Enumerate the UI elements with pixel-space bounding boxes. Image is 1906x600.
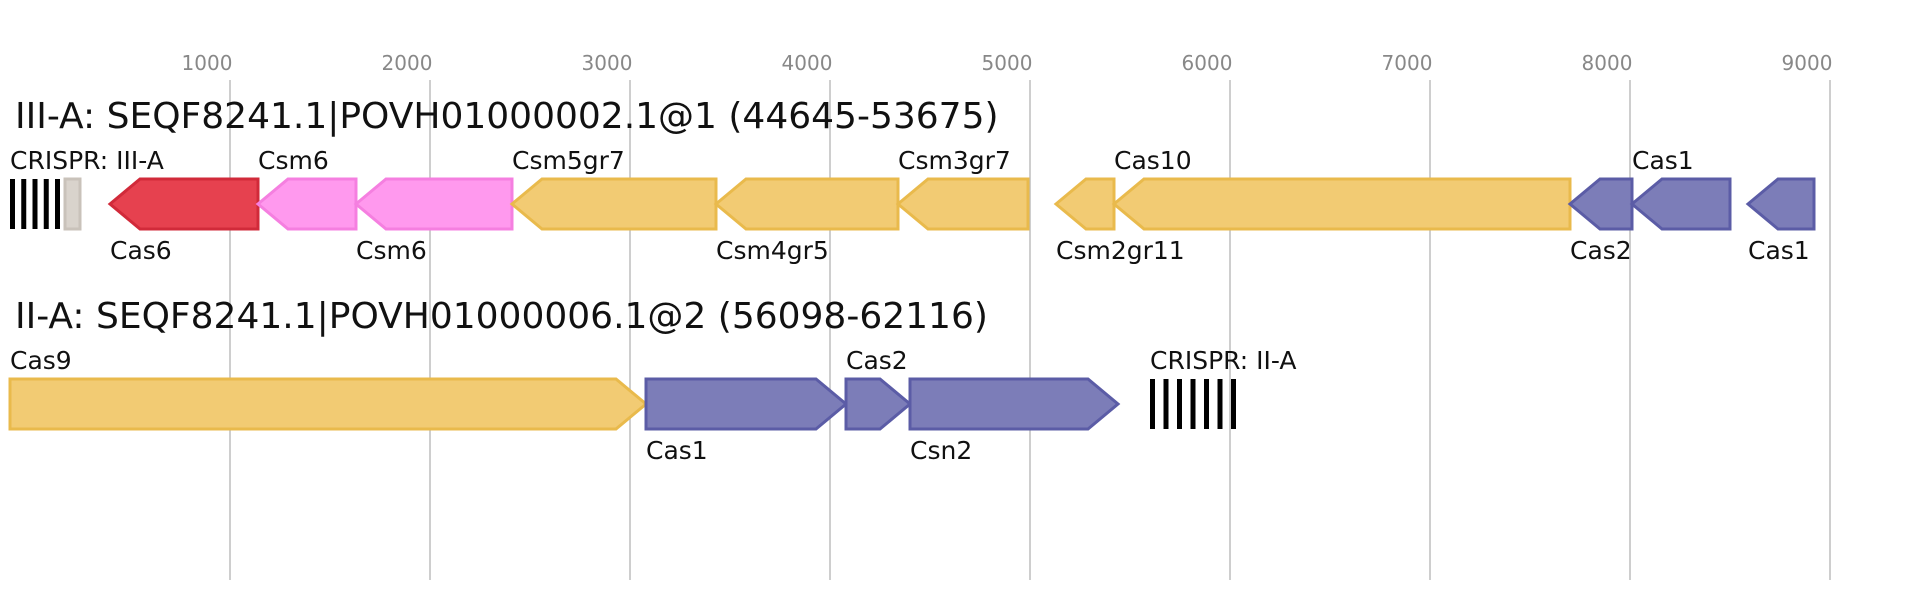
crispr-repeat: [1190, 379, 1196, 429]
crispr-repeat: [55, 179, 60, 229]
crispr-array[interactable]: CRISPR: II-A: [1150, 346, 1296, 429]
gene-label: Cas6: [110, 236, 172, 265]
axis-tick-label: 9000: [1782, 51, 1833, 75]
gene-arrow[interactable]: Csm6: [255, 146, 358, 231]
gene-arrow[interactable]: Csm4gr5: [713, 177, 900, 265]
gene-arrow[interactable]: Cas6: [107, 177, 260, 265]
axis-tick-label: 8000: [1582, 51, 1633, 75]
gene-label: Csm2gr11: [1056, 236, 1185, 265]
gene-label: Csm3gr7: [898, 146, 1011, 175]
gene-shape: [908, 377, 1121, 431]
crispr-repeat: [32, 179, 38, 229]
axis-tick-label: 3000: [582, 51, 633, 75]
gene-arrow[interactable]: Cas10: [1111, 146, 1572, 231]
gene-label: Csm5gr7: [512, 146, 625, 175]
gene-label: Cas2: [1570, 236, 1632, 265]
gene-shape: [844, 377, 913, 431]
gene-shape: [353, 177, 514, 231]
gene-label: Cas10: [1114, 146, 1192, 175]
gene-shape: [895, 177, 1030, 231]
axis-tick-label: 7000: [1382, 51, 1433, 75]
gene-arrow[interactable]: Cas2: [1567, 177, 1634, 265]
track-0: III-A: SEQF8241.1|POVH01000002.1@1 (4464…: [10, 96, 1816, 265]
gene-shape: [1111, 177, 1572, 231]
gene-label: Cas2: [846, 346, 908, 375]
gene-shape: [1567, 177, 1634, 231]
gene-shape: [255, 177, 358, 231]
axis-tick-label: 1000: [182, 51, 233, 75]
crispr-repeat: [1231, 379, 1236, 429]
crispr-repeat: [1150, 379, 1155, 429]
gene-shape: [713, 177, 900, 231]
gene-label: Cas1: [1632, 146, 1694, 175]
gene-shape: [1053, 177, 1116, 231]
gene-arrow[interactable]: Csm2gr11: [1053, 177, 1185, 265]
gene-arrow[interactable]: Cas2: [844, 346, 913, 431]
gene-arrow[interactable]: Csn2: [908, 377, 1121, 465]
axis-tick-label: 4000: [782, 51, 833, 75]
gene-label: Cas9: [10, 346, 72, 375]
track-title: II-A: SEQF8241.1|POVH01000006.1@2 (56098…: [15, 296, 988, 337]
gene-arrow[interactable]: Cas1: [1745, 177, 1816, 265]
gene-shape: [509, 177, 718, 231]
gene-shape: [644, 377, 849, 431]
crispr-repeat: [10, 179, 15, 229]
gene-label: Cas1: [646, 436, 708, 465]
gene-shape: [1629, 177, 1732, 231]
axis-tick-label: 5000: [982, 51, 1033, 75]
gene-shape: [8, 377, 649, 431]
gene-arrow[interactable]: Csm3gr7: [895, 146, 1030, 231]
gene-label: Csm4gr5: [716, 236, 829, 265]
crispr-repeat: [21, 179, 27, 229]
track-1: II-A: SEQF8241.1|POVH01000006.1@2 (56098…: [8, 296, 1296, 465]
gene-label: Csm6: [356, 236, 427, 265]
gene-arrow[interactable]: Cas9: [8, 346, 649, 431]
crispr-repeat: [1177, 379, 1182, 429]
gene-arrow[interactable]: [63, 177, 82, 231]
gene-arrow[interactable]: Csm6: [353, 177, 514, 265]
gene-arrow[interactable]: Cas1: [644, 377, 849, 465]
crispr-repeat: [1163, 379, 1169, 429]
gene-arrow[interactable]: Csm5gr7: [509, 146, 718, 231]
crispr-repeat: [1204, 379, 1209, 429]
gene-shape: [107, 177, 260, 231]
gene-arrow[interactable]: Cas1: [1629, 146, 1732, 231]
crispr-array[interactable]: CRISPR: III-A: [10, 146, 164, 229]
crispr-label: CRISPR: III-A: [10, 146, 164, 175]
crispr-repeat: [43, 179, 49, 229]
gene-label: Cas1: [1748, 236, 1810, 265]
axis-tick-label: 6000: [1182, 51, 1233, 75]
tracks: III-A: SEQF8241.1|POVH01000002.1@1 (4464…: [8, 96, 1816, 465]
gene-shape: [63, 177, 82, 231]
gene-label: Csm6: [258, 146, 329, 175]
gene-label: Csn2: [910, 436, 972, 465]
crispr-label: CRISPR: II-A: [1150, 346, 1296, 375]
gene-shape: [1745, 177, 1816, 231]
coordinate-axis: 1000 2000 3000 4000 5000 6000 7000 8000 9000: [182, 51, 1833, 580]
axis-tick-label: 2000: [382, 51, 433, 75]
track-title: III-A: SEQF8241.1|POVH01000002.1@1 (4464…: [15, 96, 999, 137]
crispr-repeat: [1217, 379, 1223, 429]
